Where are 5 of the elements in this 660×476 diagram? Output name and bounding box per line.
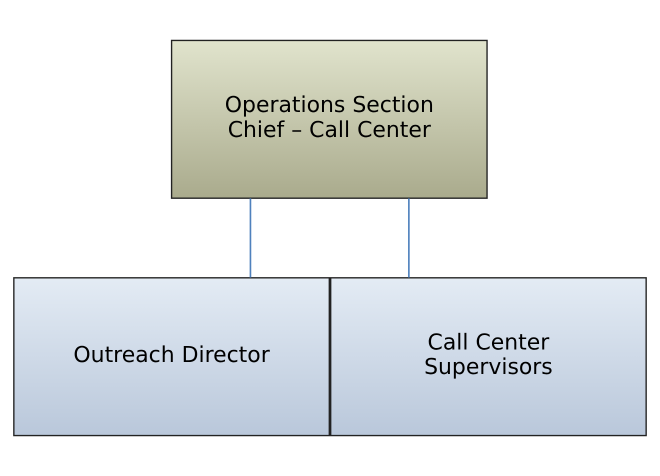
node-box: Outreach Director [13,277,330,436]
connector [250,198,252,278]
connector [408,198,410,278]
node-box: Call Center Supervisors [330,277,647,436]
node-box: Operations Section Chief – Call Center [170,40,488,199]
